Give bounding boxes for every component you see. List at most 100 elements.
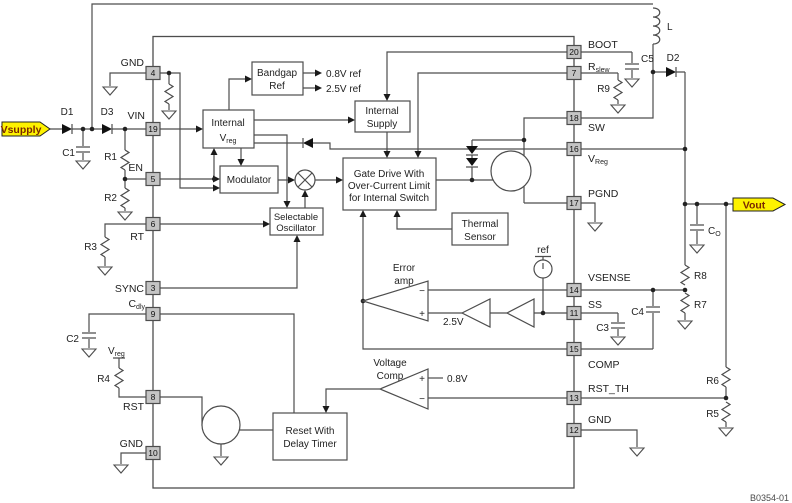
pin-16-label: VReg [588,153,608,166]
error-amp-label-1: Error [393,263,416,274]
error-amp-minus: − [419,286,425,297]
ss-buffer-1 [460,298,491,328]
d2-label: D2 [667,53,680,64]
pin-14-number: 14 [569,285,579,295]
error-amp: Error amp − + 2.5V [360,263,464,328]
pin-9-number: 9 [151,309,156,319]
c1-label: C1 [62,148,75,159]
ground-symbols [74,78,735,474]
voltage-comp-ref-label: 0.8V [447,374,468,385]
pin-4-label: GND [121,57,145,69]
oscillator-label-2: Oscillator [276,223,316,234]
c5-label: C5 [641,54,654,65]
pin-9-label: Cdly [128,298,145,311]
bandgap-label-1: Bandgap [257,68,297,79]
modulator-label: Modulator [227,175,272,186]
junction-dots [80,69,729,401]
resistors [99,79,732,423]
co-label: CO [708,226,721,238]
error-amp-ref-label: 2.5V [443,317,464,328]
error-amp-plus: + [419,309,425,320]
pin-3-label: SYNC [115,283,145,295]
pin-18-label: SW [588,122,605,134]
r9-label: R9 [597,84,610,95]
pin-14: 14 [566,282,582,298]
error-amp-label-2: amp [394,276,414,287]
l-label: L [667,22,673,33]
d1-label: D1 [61,107,74,118]
c3-label: C3 [596,323,609,334]
reset-mosfet [201,405,241,445]
pin-15-number: 15 [569,344,579,354]
pin-16-number: 16 [569,144,579,154]
thermal-label-2: Sensor [464,232,496,243]
voltage-comp-label-2: Comp [377,371,404,382]
pin-11: 11 [566,305,582,321]
pin-4: 4 [145,65,161,81]
pin-11-number: 11 [570,308,579,318]
r7-label: R7 [694,300,707,311]
pin-8-label: RST [123,401,145,413]
inductor-coil [652,7,661,45]
pin-8-number: 8 [151,392,156,402]
vout-tag-label: Vout [743,200,766,212]
r2-label: R2 [104,193,117,204]
internal-vreg-label-2: Vreg [220,133,237,145]
pin-17-number: 17 [569,198,579,208]
pin-12-label: GND [588,414,612,426]
r8-label: R8 [694,271,707,282]
vout-tag: Vout [732,197,787,212]
thermal-label-1: Thermal [462,219,499,230]
pin-13: 13 [566,390,582,406]
pin-9: 9 [145,306,161,322]
internal-vreg-label-1: Internal [211,118,244,129]
reset-delay-block: Reset With Delay Timer [272,412,348,461]
r1-label: R1 [104,152,117,163]
pin-7: 7 [566,65,582,81]
internal-supply-label-2: Supply [367,119,398,130]
gate-drive-label-2: Over-Current Limit [348,181,430,192]
pin-20-number: 20 [569,47,579,57]
bandgap-0v8-label: 0.8V ref [326,69,361,80]
pin-7-number: 7 [572,68,577,78]
gate-drive-block: Gate Drive With Over-Current Limit for I… [342,157,437,211]
bandgap-label-2: Ref [269,81,285,92]
bandgap-2v5-label: 2.5V ref [326,84,361,95]
pin-10-label: GND [120,438,144,450]
d3-label: D3 [101,107,114,118]
pin-13-number: 13 [569,393,579,403]
pin-20: 20 [566,44,582,60]
pin-12-number: 12 [569,425,579,435]
pin-18: 18 [566,110,582,126]
internal-supply-block: Internal Supply [354,100,411,133]
pin-17-label: PGND [588,188,619,200]
pin-6: 6 [145,216,161,232]
pin-10: 10 [145,445,161,461]
pin-5-label: EN [128,162,143,174]
pin-17: 17 [566,195,582,211]
pin-3: 3 [145,280,161,296]
pin-19: 19 [145,121,161,137]
pin-6-label: RT [130,231,144,243]
right-pins: 20 7 18 16 17 14 11 15 13 12 [566,44,582,438]
vsupply-tag: Vsupply [1,121,51,137]
pin-labels: GND VIN EN RT SYNC Cdly RST GND BOOT Rsl… [115,39,631,450]
pin-10-number: 10 [148,448,158,458]
internal-switch-mosfet [490,150,532,192]
voltage-comparator: Voltage Comp + − 0.8V [373,358,468,410]
pin-5: 5 [145,171,161,187]
vreg-rail-label: Vreg [108,346,125,358]
pin-20-label: BOOT [588,39,618,51]
pin-8: 8 [145,389,161,405]
ref-source-label: ref [537,245,549,256]
left-pins: 4 19 5 6 3 9 8 10 [145,65,161,461]
pin-4-number: 4 [151,68,156,78]
oscillator-block: Selectable Oscillator [269,207,324,236]
c2-label: C2 [66,334,79,345]
gate-drive-label-1: Gate Drive With [354,169,425,180]
pin-16: 16 [566,141,582,157]
pin-18-number: 18 [569,113,579,123]
reset-label-2: Delay Timer [283,439,337,450]
